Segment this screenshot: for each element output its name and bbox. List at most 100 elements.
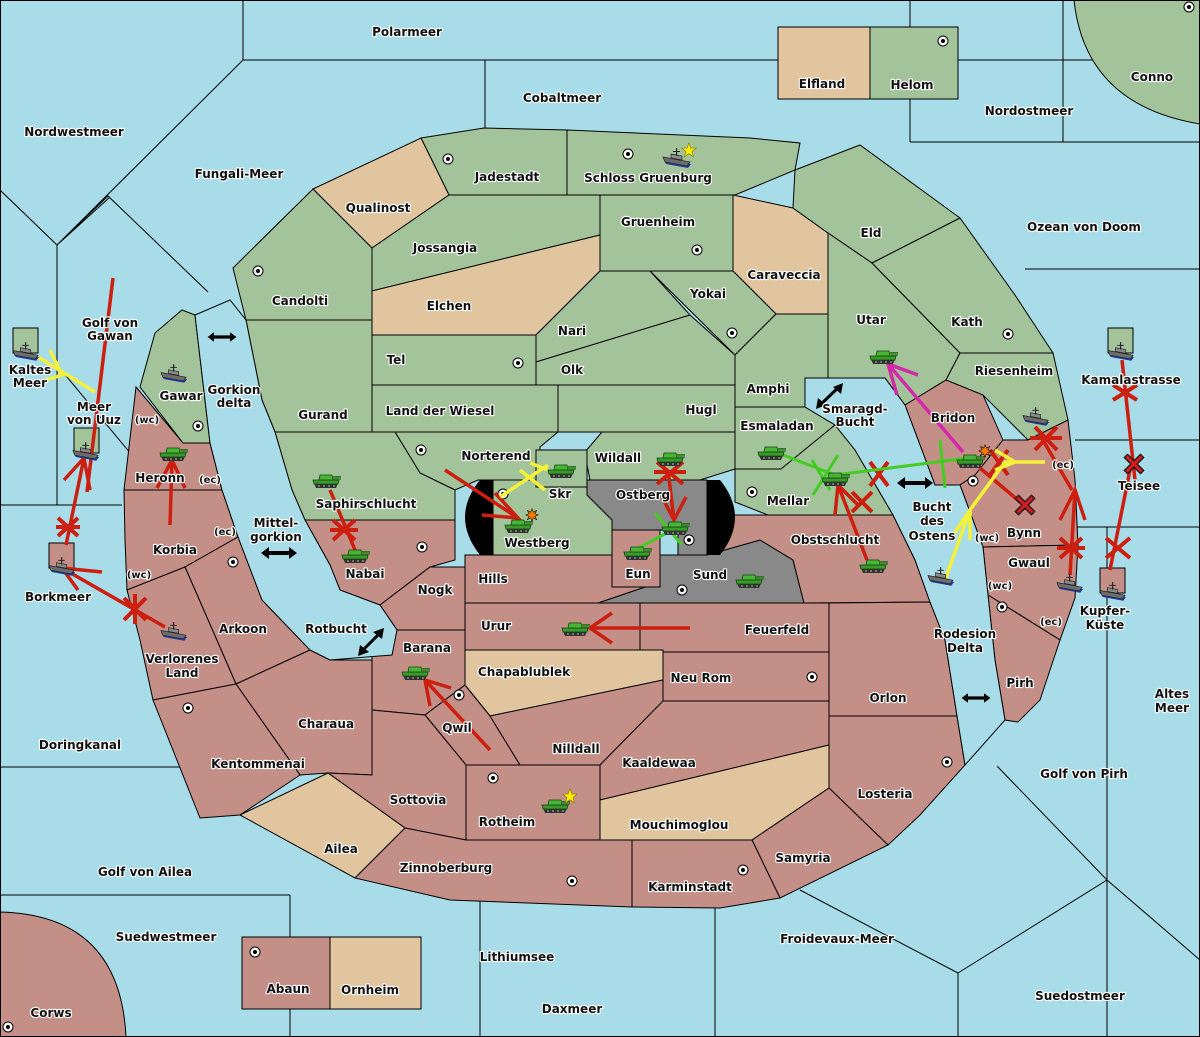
supply-center-icon (249, 946, 261, 958)
supply-center-icon (1183, 1, 1195, 13)
territory-karmin[interactable] (631, 839, 781, 909)
label-qwil: Qwil (442, 721, 472, 735)
supply-center-icon (746, 486, 758, 498)
supply-center-icon (416, 541, 428, 553)
sea-gorkiondelta[interactable] (194, 299, 398, 661)
label-zinnober: Zinnoberburg (400, 861, 492, 875)
dislodged-explosion-icon (978, 444, 992, 458)
support-line (948, 504, 972, 541)
label-korbia: Korbia (153, 543, 197, 557)
label-westberg: Westberg (504, 536, 569, 550)
label-karmin: Karminstadt (648, 880, 732, 894)
label-kaltes: Kaltes (9, 363, 52, 377)
land-layer (123, 127, 1079, 909)
dislodged-explosion-icon (525, 508, 539, 522)
supply-center-icon (415, 444, 427, 456)
label-kupfer: Kupfer- (1080, 604, 1130, 618)
label-bucht: Bucht (912, 500, 951, 514)
label-heronn-wc: (wc) (135, 415, 159, 426)
label-abaun: Abaun (266, 982, 309, 996)
label-lithiumsee: Lithiumsee (480, 950, 555, 964)
label-rotheim: Rotheim (479, 815, 536, 829)
failed-cross-icon (330, 518, 358, 542)
label-uuz-2: von Uuz (67, 413, 121, 427)
label-doringkanal: Doringkanal (39, 738, 121, 752)
territory-candolti[interactable] (232, 188, 373, 321)
label-gorkiondelta-2: delta (217, 396, 252, 410)
label-hugl: Hugl (685, 403, 716, 417)
sea-smaragd[interactable] (804, 377, 1006, 767)
territory-kentommenai[interactable] (152, 683, 301, 819)
order-arrowhead (1058, 485, 1087, 521)
label-caraveccia: Caraveccia (747, 268, 820, 282)
label-kupfer-2: Küste (1086, 618, 1125, 632)
label-heronn: Heronn (135, 471, 184, 485)
support-line (37, 355, 96, 394)
supply-center-icon (937, 35, 949, 47)
retreat-line (886, 362, 965, 454)
label-ostberg: Ostberg (616, 488, 670, 502)
failed-cross-icon (1030, 425, 1062, 452)
label-candolti: Candolti (272, 294, 328, 308)
label-smaragd-2: Bucht (835, 415, 874, 429)
support-line (44, 349, 65, 382)
label-kaltes-2: Meer (13, 376, 47, 390)
label-orlon: Orlon (869, 691, 906, 705)
label-uuz: Meer (77, 400, 111, 414)
supply-center-icon (442, 153, 454, 165)
order-line (666, 469, 676, 521)
label-smaragd: Smaragd- (822, 402, 887, 416)
label-bynn: Bynn (1007, 526, 1041, 540)
territory-corws[interactable] (0, 911, 127, 1037)
label-yokai: Yokai (689, 287, 726, 301)
supply-center-icon (252, 265, 264, 277)
label-sottovia: Sottovia (390, 793, 447, 807)
label-altes-2: Meer (1155, 701, 1189, 715)
label-verlorenes-2: Land (166, 666, 199, 680)
order-arrowhead (481, 491, 523, 521)
territory-elfland[interactable] (777, 26, 871, 100)
territory-ornheim[interactable] (329, 936, 422, 1010)
label-jadestadt: Jadestadt (474, 170, 540, 184)
supply-center-icon (512, 357, 524, 369)
label-utar: Utar (856, 313, 886, 327)
label-olk: Olk (561, 363, 584, 377)
label-saphir: Saphirschlucht (316, 497, 417, 511)
label-wildall: Wildall (595, 451, 641, 465)
territory-gruenheim[interactable] (599, 194, 734, 272)
label-kath: Kath (951, 315, 983, 329)
supply-center-icon (2, 1021, 14, 1033)
supply-center-icon (967, 475, 979, 487)
label-amphi: Amphi (746, 382, 789, 396)
failed-cross-icon (1111, 383, 1139, 402)
label-schloss: Schloss Gruenburg (584, 171, 712, 185)
label-gwaul: Gwaul (1008, 556, 1050, 570)
label-norterend: Norterend (461, 449, 530, 463)
supply-center-icon (683, 534, 695, 546)
failed-cross-icon (122, 594, 148, 624)
supply-center-icon (691, 244, 703, 256)
label-verlorenes: Verlorenes (146, 652, 219, 666)
label-pirh-wc: (wc) (988, 581, 1012, 592)
label-ozean: Ozean von Doom (1027, 220, 1141, 234)
label-hills: Hills (478, 572, 508, 586)
label-daxmeer: Daxmeer (542, 1002, 603, 1016)
supply-center-icon (227, 556, 239, 568)
label-bynn-ec: (ec) (1052, 460, 1074, 471)
supply-center-icon (1002, 328, 1014, 340)
label-arkoon: Arkoon (219, 622, 267, 636)
territory-conno[interactable] (1073, 0, 1200, 125)
label-elchen: Elchen (427, 299, 472, 313)
label-borkmeer: Borkmeer (25, 590, 91, 604)
convoy-line (938, 439, 947, 489)
label-rotbucht: Rotbucht (305, 622, 367, 636)
label-pirh-ec: (ec) (1040, 617, 1062, 628)
label-elfland: Elfland (799, 77, 845, 91)
label-mouchi: Mouchimoglou (630, 818, 729, 832)
order-arrowhead (586, 611, 613, 645)
label-kentommenai: Kentommenai (211, 757, 305, 771)
supply-center-icon (487, 772, 499, 784)
label-rodesion-2: Delta (947, 641, 983, 655)
order-line (1038, 434, 1074, 491)
label-heronn-ec: (ec) (199, 475, 221, 486)
